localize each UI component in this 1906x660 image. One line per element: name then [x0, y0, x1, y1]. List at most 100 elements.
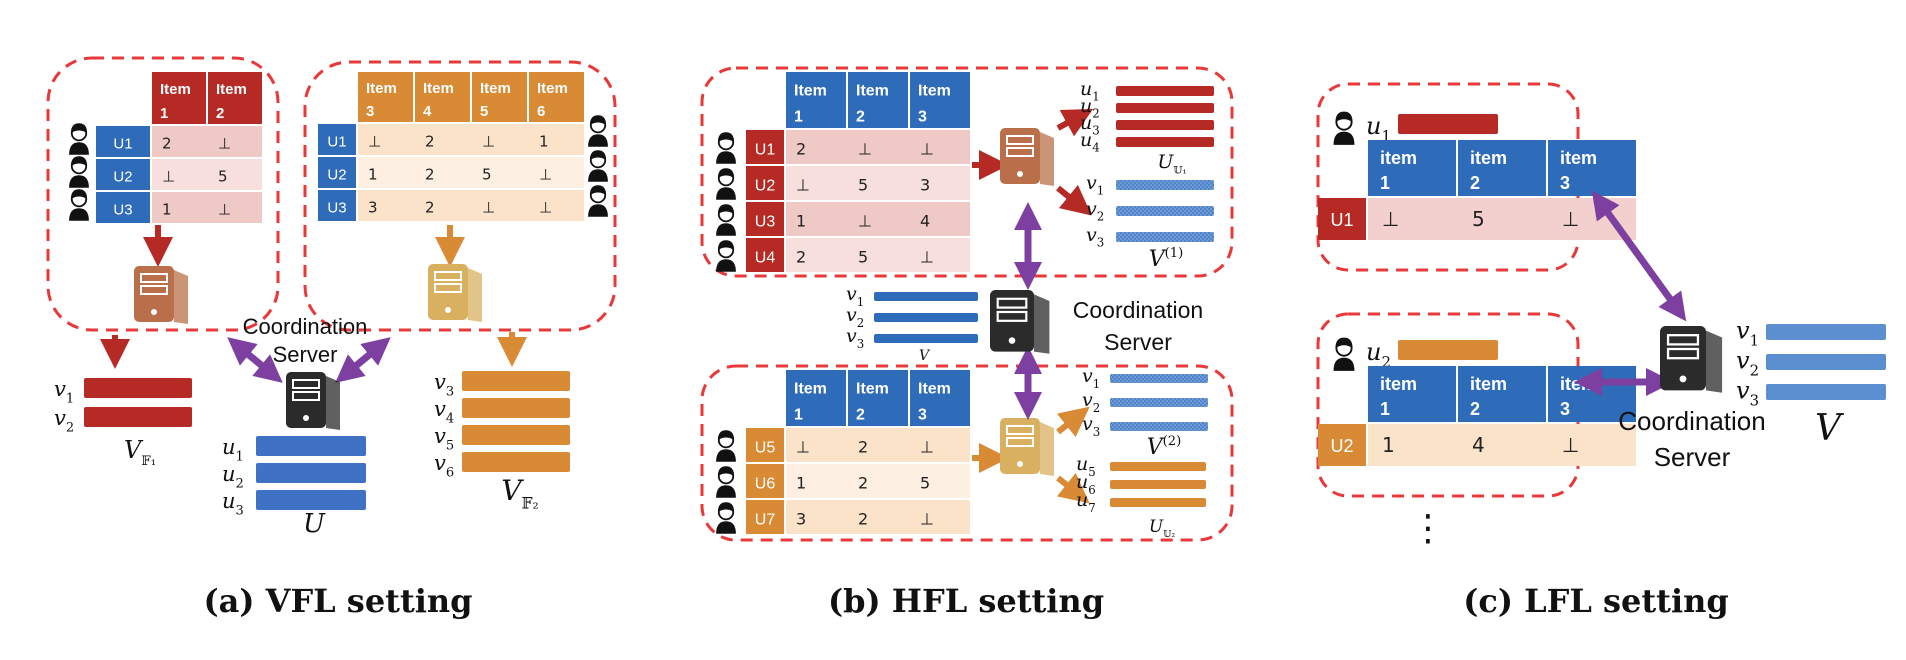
embedding-symbol-name: u	[1080, 129, 1092, 151]
table-header-index: 1	[794, 406, 803, 423]
embedding-matrix-name: U	[303, 509, 326, 539]
person-hair	[717, 132, 735, 143]
table-user-cell	[318, 124, 356, 155]
table-row	[152, 159, 262, 190]
vfl-server-label-line1: Coordination	[243, 314, 368, 339]
table-header-label: Item	[480, 80, 511, 97]
table-header-label: Item	[537, 80, 568, 97]
table-cell-value: 3	[368, 198, 378, 216]
embedding-bar	[1116, 120, 1214, 130]
server-led	[1008, 337, 1016, 344]
embedding-matrix-sub: 𝔽₁	[141, 454, 156, 469]
server-side	[174, 270, 188, 324]
server-side	[1040, 132, 1054, 186]
table-header-label: Item	[918, 83, 951, 100]
table-user-cell	[746, 202, 784, 236]
table-header-index: 6	[537, 103, 545, 120]
embedding-matrix-name: V	[124, 436, 144, 464]
table-header-cell	[152, 72, 206, 124]
table-user-label: U3	[755, 213, 776, 230]
vfl-server-label-line2: Server	[273, 342, 338, 367]
lfl-ellipsis: ⋮	[1410, 508, 1446, 549]
embedding-symbol: u4	[1080, 129, 1100, 155]
person-hair	[717, 240, 735, 251]
table-cell-value: 2	[796, 139, 806, 158]
embedding-symbol: v1	[1086, 172, 1104, 198]
table-cell-value: 2	[162, 134, 172, 152]
table-user-label: U1	[755, 141, 776, 158]
lfl-table-cell-value: 1	[1382, 433, 1395, 457]
server-slot	[1006, 437, 1034, 447]
lfl-table-header-label: item	[1380, 148, 1417, 168]
table-user-cell	[746, 130, 784, 164]
embedding-symbol-sub: 3	[236, 503, 244, 518]
table-user-label: U2	[755, 177, 776, 194]
embedding-symbol-name: u	[1080, 95, 1092, 117]
table-row	[786, 238, 970, 272]
lfl-table-header-label: item	[1380, 374, 1417, 394]
hfl-client2-user-icons	[716, 430, 736, 534]
table-header-index: 2	[856, 108, 865, 125]
table-row	[152, 126, 262, 157]
vfl-arrow-client2-server	[335, 337, 391, 383]
lfl-table-header-label: item	[1470, 148, 1507, 168]
server-slot	[996, 297, 1028, 309]
table-cell-value: ⊥	[539, 165, 552, 183]
embedding-symbol: u2	[1080, 95, 1100, 121]
table-row	[786, 464, 970, 498]
embedding-symbol-name: v	[846, 304, 857, 326]
table-header-cell	[208, 72, 262, 124]
embedding-symbol: v4	[434, 397, 454, 426]
lfl-user-embedding-bar	[1398, 114, 1498, 134]
embedding-bar	[1766, 354, 1886, 370]
table-cell-value: 2	[858, 473, 868, 492]
lfl-table-header-label: item	[1560, 148, 1597, 168]
table-user-label: U1	[327, 133, 346, 150]
embedding-bar	[1110, 374, 1208, 383]
embedding-symbol: v3	[1082, 413, 1100, 439]
lfl-table-header-cell	[1548, 140, 1636, 196]
table-cell-value: ⊥	[218, 134, 231, 152]
lfl-arrow-client1-server	[1591, 190, 1687, 322]
table-cell-value: 1	[162, 200, 172, 218]
person-body	[716, 485, 736, 498]
server-slot	[1006, 147, 1034, 157]
table-cell-value: ⊥	[858, 139, 872, 158]
table-user-label: U6	[755, 475, 776, 492]
table-header-label: Item	[794, 381, 827, 398]
table-cell-value: ⊥	[482, 132, 495, 150]
table-cell-value: 1	[368, 165, 378, 183]
embedding-symbol-sub: 5	[446, 438, 454, 453]
embedding-bar	[1116, 180, 1214, 190]
server-slot	[292, 379, 320, 389]
embedding-symbol-sub: 3	[1093, 425, 1101, 439]
table-user-cell	[746, 166, 784, 200]
person-body	[588, 134, 608, 147]
embedding-symbol-name: v	[434, 370, 446, 394]
embedding-symbol-sub: 2	[1092, 107, 1100, 121]
lfl-server-label-line1: Coordination	[1618, 406, 1765, 436]
table-cell-value: 5	[858, 175, 868, 194]
embedding-symbol-name: v	[434, 397, 446, 421]
embedding-matrix-label: U𝕌₁	[1157, 151, 1186, 177]
person-hair	[1335, 337, 1353, 349]
hfl-client1-user-icons	[716, 132, 736, 272]
table-cell-value: ⊥	[920, 437, 934, 456]
embedding-symbol-name: v	[1736, 376, 1750, 404]
lfl-user-sub: 1	[1381, 127, 1391, 145]
lfl-table-header-index: 3	[1560, 399, 1570, 419]
embedding-symbol-name: u	[1076, 489, 1088, 511]
table-row	[786, 166, 970, 200]
embedding-symbol: u6	[1076, 471, 1096, 497]
embedding-matrix-name: V	[1149, 247, 1167, 272]
embedding-bar	[1110, 422, 1208, 431]
server-led	[1017, 461, 1023, 467]
table-user-label: U3	[327, 199, 346, 216]
table-cell-value: 2	[796, 247, 806, 266]
embedding-symbol: u1	[222, 435, 244, 464]
hfl-client2-server-icon	[1000, 418, 1054, 476]
embedding-symbol-name: v	[1086, 172, 1097, 194]
